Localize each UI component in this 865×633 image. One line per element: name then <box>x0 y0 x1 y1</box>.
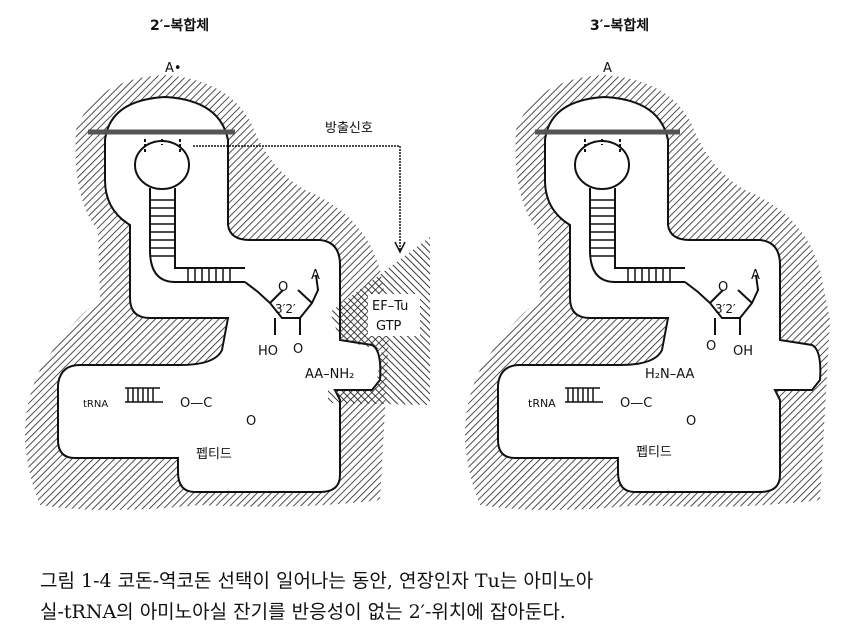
gtp-label: GTP <box>376 319 402 334</box>
aminoacyl-label: H₂N–AA <box>645 367 694 382</box>
site-label: A• <box>165 61 182 76</box>
trna-label: tRNA <box>528 397 556 410</box>
carbonyl-oxygen: O <box>246 414 256 429</box>
ring-oxygen: O <box>278 280 288 295</box>
base-label: A <box>751 268 760 283</box>
complex-3prime: 3′–복합체 A A O 3′2′ O OH H₂N–AA tRNA O—C O… <box>464 17 831 511</box>
ef-tu-label: EF–Tu <box>372 299 408 314</box>
caption-line-1: 그림 1-4 코돈-역코돈 선택이 일어나는 동안, 연장인자 Tu는 아미노아 <box>40 570 594 592</box>
aminoacyl-label: AA–NH₂ <box>305 367 354 382</box>
diagram: 2′–복합체 A• 방출신호 EF–Tu GTP A O 3′2′ HO O A… <box>24 17 831 511</box>
ring-oxygen: O <box>718 280 728 295</box>
position-labels: 3′2′ <box>715 302 736 316</box>
panel-title: 2′–복합체 <box>150 17 209 34</box>
base-label: A <box>311 268 320 283</box>
carbonyl-oxygen: O <box>686 414 696 429</box>
complex-2prime: 2′–복합체 A• 방출신호 EF–Tu GTP A O 3′2′ HO O A… <box>24 17 430 511</box>
ester-label: O—C <box>620 396 652 411</box>
oxygen-label: O <box>706 339 716 354</box>
position-labels: 3′2′ <box>275 302 296 316</box>
caption-line-2: 실-tRNA의 아미노아실 잔기를 반응성이 없는 2′-위치에 잡아둔다. <box>40 601 566 623</box>
trna-label: tRNA <box>83 399 108 410</box>
peptide-label: 펩티드 <box>636 445 672 460</box>
release-signal-arrow <box>193 145 401 250</box>
hydroxyl-label: HO <box>258 344 278 359</box>
hydroxyl-label: OH <box>733 344 753 359</box>
peptide-label: 펩티드 <box>196 447 232 462</box>
oxygen-label: O <box>293 342 303 357</box>
panel-title: 3′–복합체 <box>590 17 649 34</box>
signal-label: 방출신호 <box>325 121 373 136</box>
site-label: A <box>603 61 612 76</box>
ester-label: O—C <box>180 396 212 411</box>
